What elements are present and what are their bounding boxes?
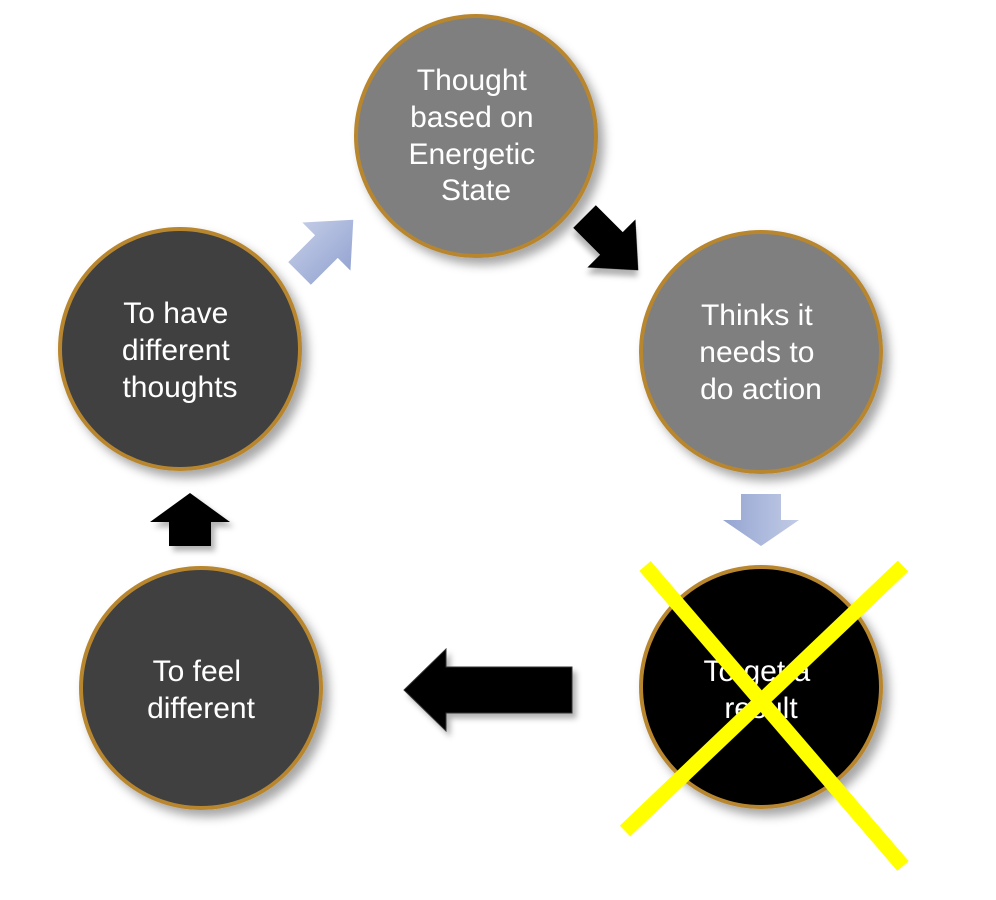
node-label-line: based on [410,101,533,134]
arrow-shape [150,493,230,546]
node-label-line: Energetic [408,138,535,171]
node-label: To have different thoughts [122,297,238,404]
node-circle [639,230,883,474]
node-circle [79,566,323,810]
node-label-line: different [147,692,256,725]
node-label-line: different [122,334,231,367]
node-label-line: needs to [699,336,814,369]
node-label: Thinks it needs to do action [699,299,822,406]
node-label-line: Thought [417,64,528,97]
node-thinks: Thinks it needs to do action [639,230,883,474]
node-label-line: To feel [153,655,241,688]
node-circle [354,14,598,258]
arrow-shape [723,494,799,546]
arrow-feel-to-have [150,493,230,546]
arrow-shape [288,219,354,285]
node-have: To have different thoughts [58,227,302,471]
node-label-line: thoughts [122,371,237,404]
arrow-thought-to-thinks [573,205,639,271]
arrow-shape [403,647,573,733]
node-feel: To feel different [79,566,323,810]
node-label-line: State [441,174,511,207]
node-label-line: do action [700,373,822,406]
node-label-line: To have [123,297,228,330]
cross-stroke [639,561,909,871]
node-thought: Thought based on Energetic State [354,14,598,258]
cross-out-mark [619,560,909,871]
arrow-have-to-thought [288,219,354,285]
node-label-line: Thinks it [701,299,813,332]
arrow-thinks-to-result [723,494,799,546]
arrow-result-to-feel [403,647,573,733]
node-result: To get a result [619,560,909,871]
cross-stroke [619,560,909,837]
node-label: To feel different [147,655,256,725]
node-circle [58,227,302,471]
node-label: Thought based on Energetic State [408,64,543,207]
arrow-shape [573,205,639,271]
